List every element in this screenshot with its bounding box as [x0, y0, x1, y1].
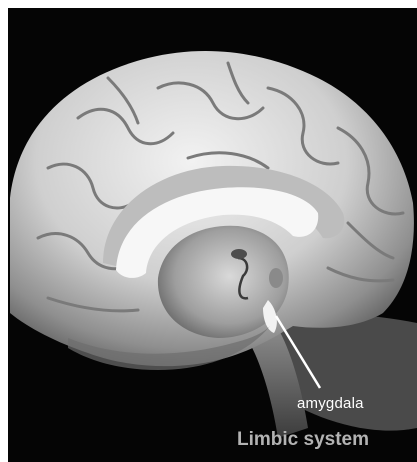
figure-caption: Limbic system — [237, 429, 369, 451]
mammillary-body-shape — [231, 249, 247, 259]
brain-illustration — [8, 8, 417, 462]
amygdala-label: amygdala — [297, 395, 364, 412]
brain-illustration-panel: amygdala Limbic system — [8, 8, 417, 462]
amygdala-shape — [269, 268, 283, 288]
